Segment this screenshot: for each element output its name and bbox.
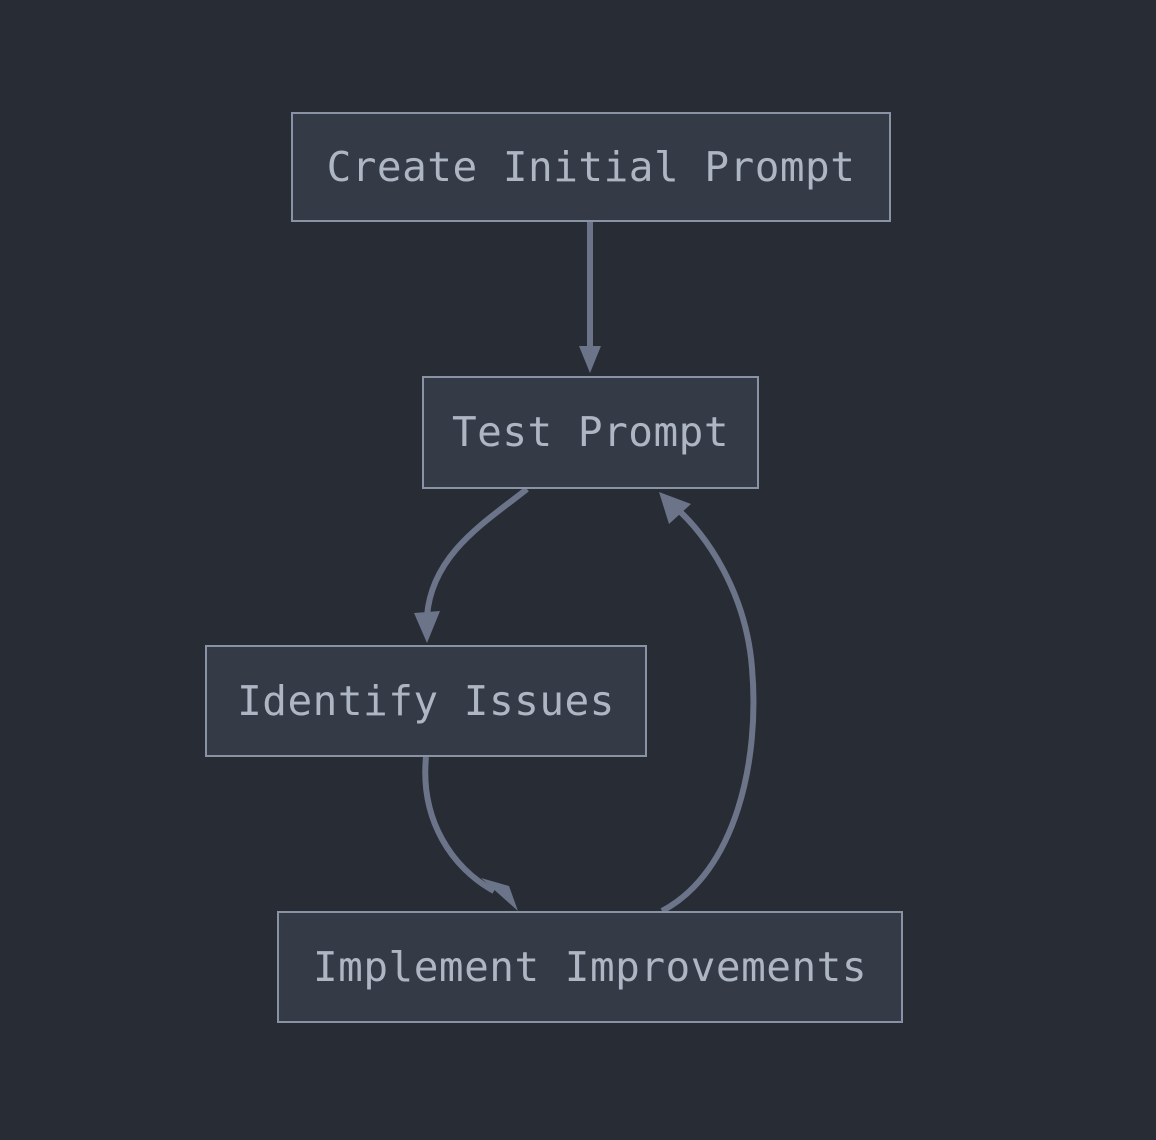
node-create-initial-prompt[interactable]: Create Initial Prompt [291,112,891,222]
node-label-test-prompt: Test Prompt [451,408,730,456]
edge-implement-to-test [659,492,757,914]
arrowhead-test-to-identify [414,611,440,643]
node-test-prompt[interactable]: Test Prompt [422,376,759,489]
edge-test-to-identify [414,486,529,643]
edge-identify-to-implement [422,756,518,911]
arrowhead-create-to-test [579,346,601,373]
edge-create-to-test [579,222,601,373]
node-label-identify-issues: Identify Issues [237,676,615,725]
node-label-create-initial-prompt: Create Initial Prompt [326,142,856,191]
arrowhead-implement-to-test [659,492,691,524]
node-implement-improvements[interactable]: Implement Improvements [277,911,903,1023]
arrowhead-identify-to-implement [481,878,518,911]
node-identify-issues[interactable]: Identify Issues [205,645,647,757]
node-label-implement-improvements: Implement Improvements [312,942,868,991]
